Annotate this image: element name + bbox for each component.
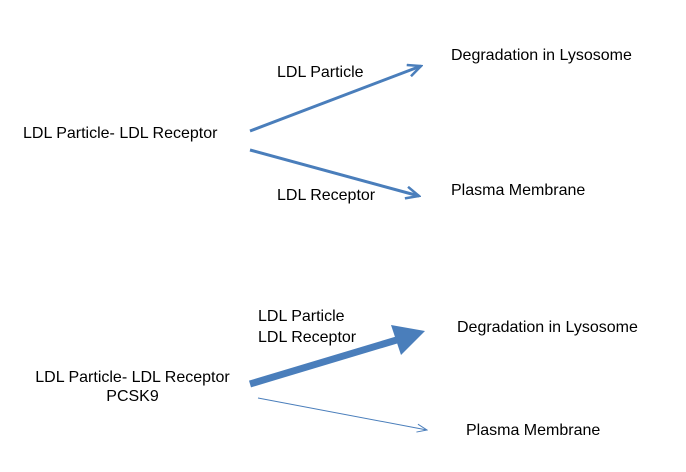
bottom-source-line2: PCSK9 bbox=[106, 388, 159, 405]
bottom-thick-arrowhead bbox=[391, 325, 425, 355]
top-arrow-to-membrane bbox=[249, 148, 419, 196]
bottom-source-line1: LDL Particle- LDL Receptor bbox=[35, 369, 230, 386]
top-lower-edge-label: LDL Receptor bbox=[277, 187, 376, 204]
bottom-edge-label: LDL Particle LDL Receptor bbox=[258, 307, 356, 347]
top-upper-edge-label: LDL Particle bbox=[277, 64, 364, 81]
bottom-source-node: LDL Particle- LDL Receptor PCSK9 bbox=[25, 368, 240, 406]
bottom-edge-label-line2: LDL Receptor bbox=[258, 329, 357, 346]
bottom-thick-arrow-to-lysosome bbox=[248, 335, 402, 388]
top-source-node: LDL Particle- LDL Receptor bbox=[23, 125, 218, 142]
top-target-lysosome: Degradation in Lysosome bbox=[451, 47, 632, 64]
bottom-edge-label-line1: LDL Particle bbox=[258, 308, 345, 325]
bottom-thin-arrow-to-membrane bbox=[257, 397, 427, 430]
top-target-membrane: Plasma Membrane bbox=[451, 182, 586, 199]
top-arrow-to-lysosome bbox=[249, 66, 421, 133]
bottom-target-lysosome: Degradation in Lysosome bbox=[457, 319, 638, 336]
bottom-target-membrane: Plasma Membrane bbox=[466, 422, 601, 439]
